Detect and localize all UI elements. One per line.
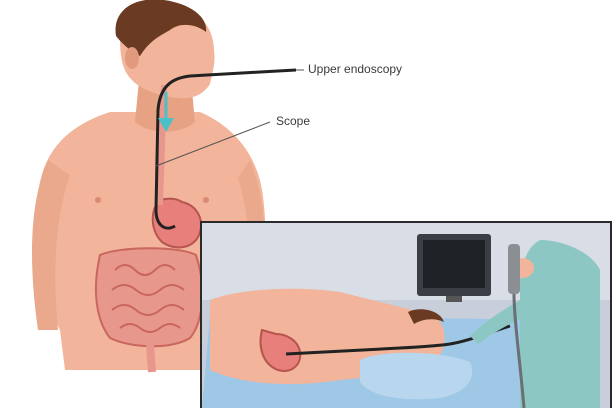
- standing-figure: [32, 0, 297, 373]
- esophagus: [157, 84, 167, 206]
- endoscope-handle: [508, 244, 520, 294]
- endoscope-cord: [512, 293, 526, 408]
- patient-stomach: [259, 328, 302, 372]
- monitor-stand: [446, 296, 462, 302]
- ear: [125, 47, 139, 69]
- scope-label: Scope: [276, 114, 311, 128]
- clinician-arm: [470, 300, 532, 344]
- monitor-screen: [423, 240, 485, 288]
- scope-tube-standing: [154, 68, 297, 230]
- scope-leader: [155, 121, 271, 167]
- patient-hair: [408, 309, 444, 324]
- procedure-inset: [200, 221, 612, 408]
- upper-endoscopy-label: Upper endoscopy: [308, 62, 403, 76]
- pillow: [360, 352, 473, 400]
- small-intestine: [111, 264, 185, 333]
- clinician-body: [520, 240, 600, 408]
- hair: [115, 0, 207, 56]
- nipple-left: [95, 197, 101, 203]
- down-arrow-icon: [158, 92, 174, 132]
- left-arm: [32, 160, 70, 330]
- rectum: [146, 344, 156, 373]
- nipple-right: [203, 197, 209, 203]
- large-intestine: [94, 247, 204, 348]
